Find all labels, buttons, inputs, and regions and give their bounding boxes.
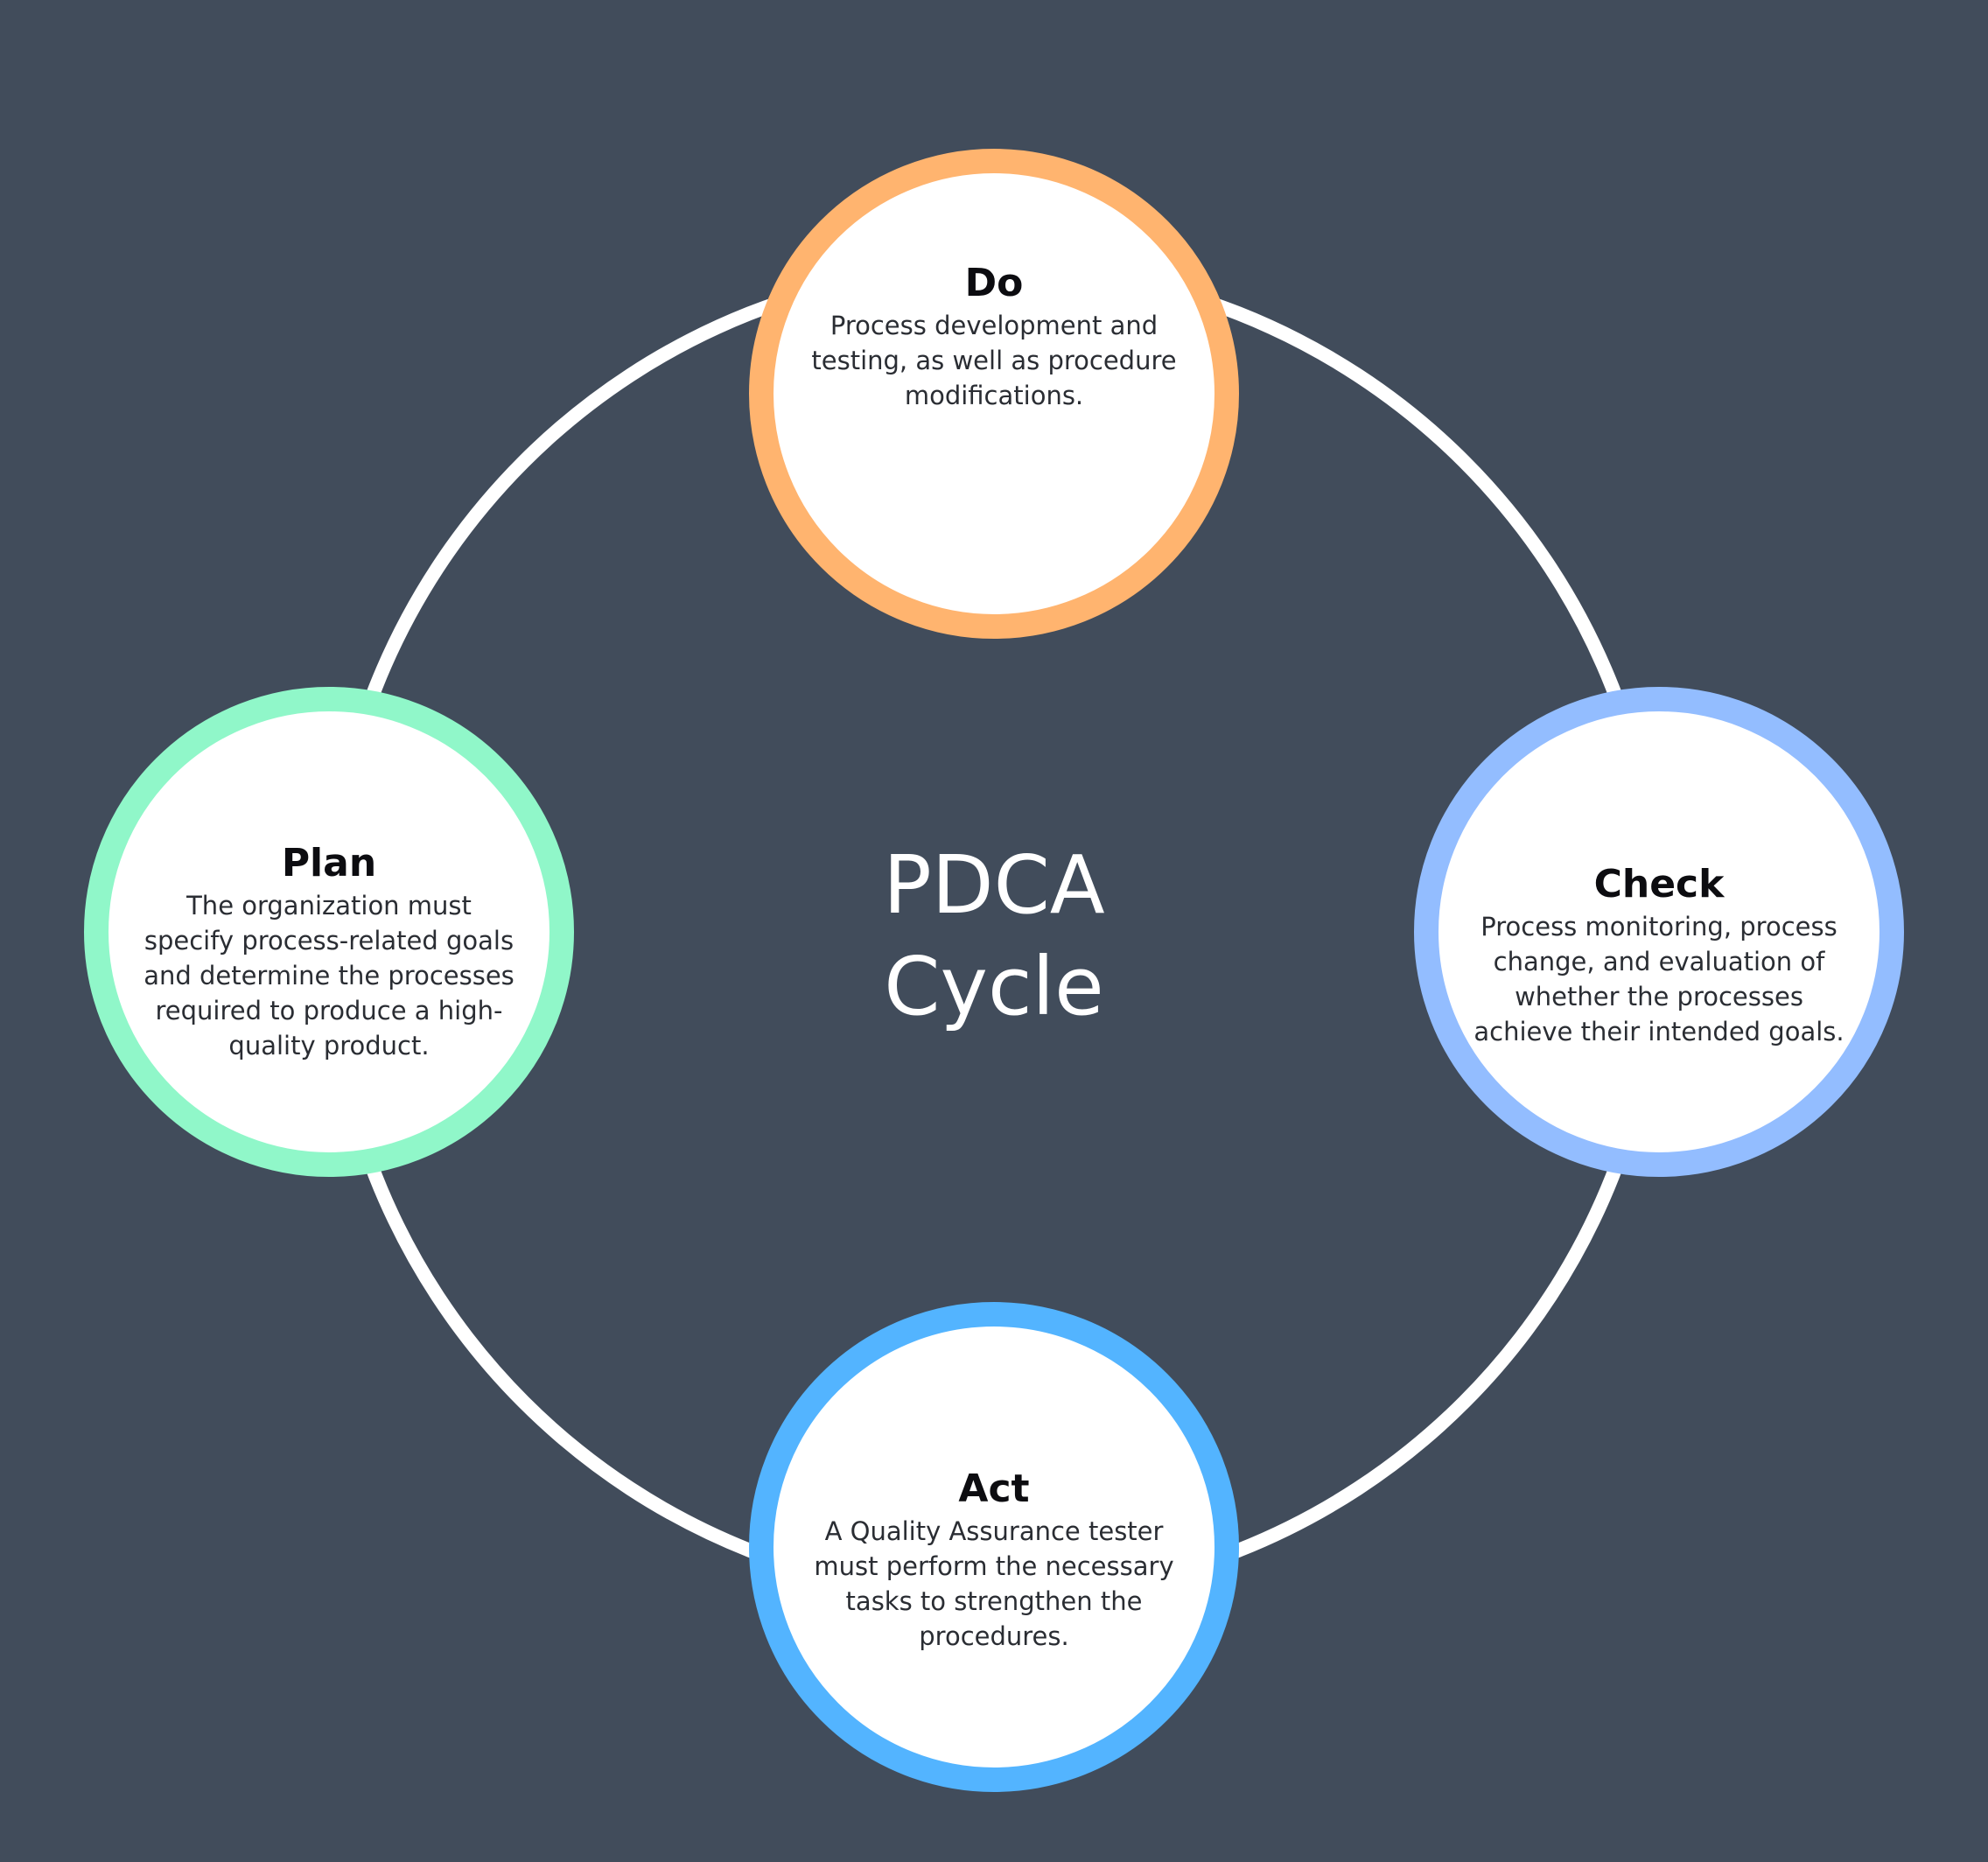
stage-check-description-line: Process monitoring, process: [1480, 912, 1838, 942]
stage-act-node: Act A Quality Assurance tester must perf…: [749, 1302, 1239, 1792]
stage-plan-description-line: quality product.: [228, 1031, 430, 1060]
stage-plan-content: Plan The organization must specify proce…: [136, 841, 522, 1063]
stage-act-description-line: tasks to strengthen the: [845, 1586, 1143, 1616]
stage-do-content: Do Process development and testing, as w…: [802, 261, 1186, 413]
stage-check-title: Check: [1593, 862, 1725, 906]
center-title-line-2: Cycle: [884, 940, 1104, 1033]
stage-plan-node: Plan The organization must specify proce…: [84, 687, 574, 1177]
stage-check-node: Check Process monitoring, process change…: [1414, 687, 1904, 1177]
stage-plan-title: Plan: [281, 841, 377, 886]
stage-do-description-line: Process development and: [830, 311, 1158, 340]
stage-do-title: Do: [964, 261, 1024, 305]
stage-act-description-line: must perform the necessary: [814, 1551, 1174, 1581]
stage-act-description-line: A Quality Assurance tester: [824, 1516, 1164, 1546]
stage-act-content: Act A Quality Assurance tester must perf…: [802, 1466, 1186, 1654]
stage-plan-description-line: required to produce a high-: [155, 996, 503, 1026]
stage-plan-description-line: and determine the processes: [144, 961, 514, 990]
center-title-line-1: PDCA: [883, 838, 1105, 932]
stage-act-description-line: procedures.: [919, 1621, 1069, 1651]
stage-check-description-line: achieve their intended goals.: [1474, 1017, 1844, 1046]
stage-plan-description-line: specify process-related goals: [144, 926, 514, 956]
stage-do-description-line: modifications.: [904, 381, 1084, 410]
stage-check-description-line: change, and evaluation of: [1493, 947, 1825, 976]
stage-plan-description-line: The organization must: [186, 891, 472, 920]
stage-do-node: Do Process development and testing, as w…: [749, 149, 1239, 639]
stage-check-content: Check Process monitoring, process change…: [1466, 862, 1852, 1049]
center-title: PDCA Cycle: [732, 822, 1256, 1050]
stage-act-title: Act: [958, 1466, 1030, 1511]
stage-do-description-line: testing, as well as procedure: [811, 346, 1177, 375]
stage-check-description-line: whether the processes: [1515, 982, 1803, 1012]
